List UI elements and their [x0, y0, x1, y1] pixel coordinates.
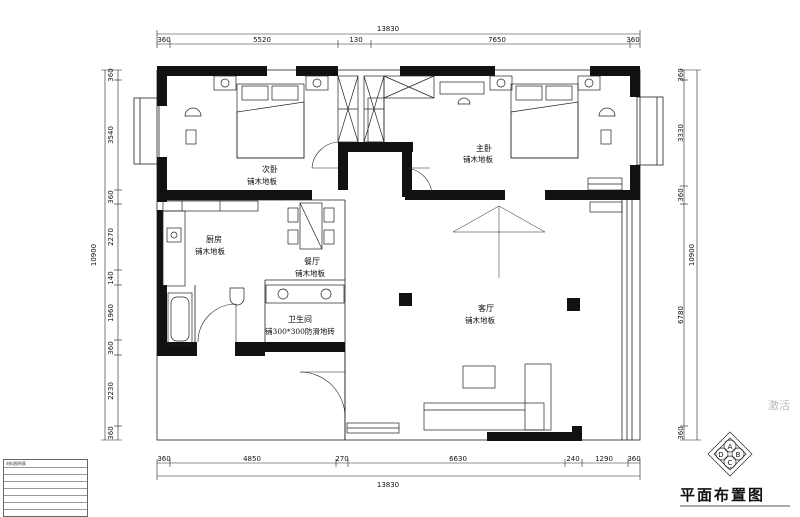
doors [197, 141, 433, 418]
compass-icon [707, 431, 753, 477]
thick-walls [157, 66, 640, 441]
dim-top-4: 7650 [488, 36, 506, 44]
room-name-second-bedroom: 次卧 [262, 164, 278, 174]
compass-label-c: C [728, 459, 733, 467]
room-floor-dining: 铺木地板 [295, 268, 325, 278]
master-bedroom-furniture [439, 75, 616, 159]
dim-total-top: 13830 [377, 25, 399, 33]
dim-left-5: 140 [107, 271, 115, 284]
room-floor-living: 铺木地板 [465, 315, 495, 325]
dim-bottom-5: 240 [566, 455, 579, 463]
dim-total-right: 10900 [688, 244, 696, 266]
dim-left-1: 360 [107, 68, 115, 81]
dim-top-2: 5520 [253, 36, 271, 44]
legend-row [4, 509, 87, 516]
legend-row [4, 481, 87, 488]
dim-right-2: 3330 [677, 124, 685, 142]
legend-row [4, 474, 87, 481]
dimension-texts: 13830 360 5520 130 7650 360 360 4850 270… [90, 25, 696, 489]
room-name-living: 客厅 [478, 303, 494, 313]
bay-windows [133, 96, 664, 166]
room-floor-master-bedroom: 铺木地板 [463, 154, 493, 164]
dim-right-5: 360 [677, 426, 685, 439]
legend-row [4, 495, 87, 502]
dim-top-3: 130 [349, 36, 362, 44]
room-name-dining: 餐厅 [304, 257, 320, 266]
dim-right-4: 6780 [677, 306, 685, 324]
compass-label-a: A [728, 443, 733, 451]
dim-left-3: 360 [107, 190, 115, 203]
columns [399, 293, 580, 311]
legend-title: 材料图例表 [6, 461, 26, 466]
room-name-master-bedroom: 主卧 [476, 143, 492, 153]
room-name-kitchen: 厨房 [206, 234, 222, 244]
room-floor-kitchen: 铺木地板 [195, 246, 225, 256]
legend-table: 材料图例表 [3, 459, 88, 517]
dim-total-left: 10900 [90, 244, 98, 266]
dining-table [287, 202, 335, 250]
watermark-text: 激活 [768, 398, 790, 412]
dim-right-1: 360 [677, 68, 685, 81]
dim-total-bottom: 13830 [377, 481, 399, 489]
dim-bottom-3: 270 [335, 455, 348, 463]
legend-row [4, 467, 87, 474]
cabinets [162, 75, 623, 434]
dim-bottom-2: 4850 [243, 455, 261, 463]
dim-left-6: 1960 [107, 304, 115, 322]
dim-left-9: 360 [107, 426, 115, 439]
compass-label-d: D [718, 451, 723, 459]
room-floor-bathroom: 铺300*300防滑地砖 [265, 326, 335, 336]
compass-label-b: B [736, 451, 741, 459]
dim-left-8: 2230 [107, 382, 115, 400]
dim-left-7: 360 [107, 341, 115, 354]
dimension-lines [101, 30, 701, 480]
dim-bottom-4: 6630 [449, 455, 467, 463]
living-room-furniture [423, 205, 552, 431]
room-floor-second-bedroom: 铺木地板 [247, 176, 277, 186]
legend-row [4, 502, 87, 509]
legend-row [4, 488, 87, 495]
dim-bottom-6: 1290 [595, 455, 613, 463]
second-bedroom-furniture [184, 75, 329, 159]
room-name-bathroom: 卫生间 [288, 314, 312, 324]
dim-bottom-7: 360 [627, 455, 640, 463]
dim-right-3: 360 [677, 188, 685, 201]
room-labels: 次卧 铺木地板 主卧 铺木地板 厨房 铺木地板 餐厅 铺木地板 客厅 铺木地板 … [195, 143, 495, 336]
dim-top-5: 360 [626, 36, 639, 44]
dim-left-2: 3540 [107, 126, 115, 144]
drawing-title: 平面布置图 [680, 486, 765, 504]
thin-walls [156, 69, 641, 441]
dim-left-4: 2270 [107, 228, 115, 246]
bathroom-fixtures [167, 284, 345, 346]
dim-bottom-1: 360 [157, 455, 170, 463]
dim-top-1: 360 [157, 36, 170, 44]
